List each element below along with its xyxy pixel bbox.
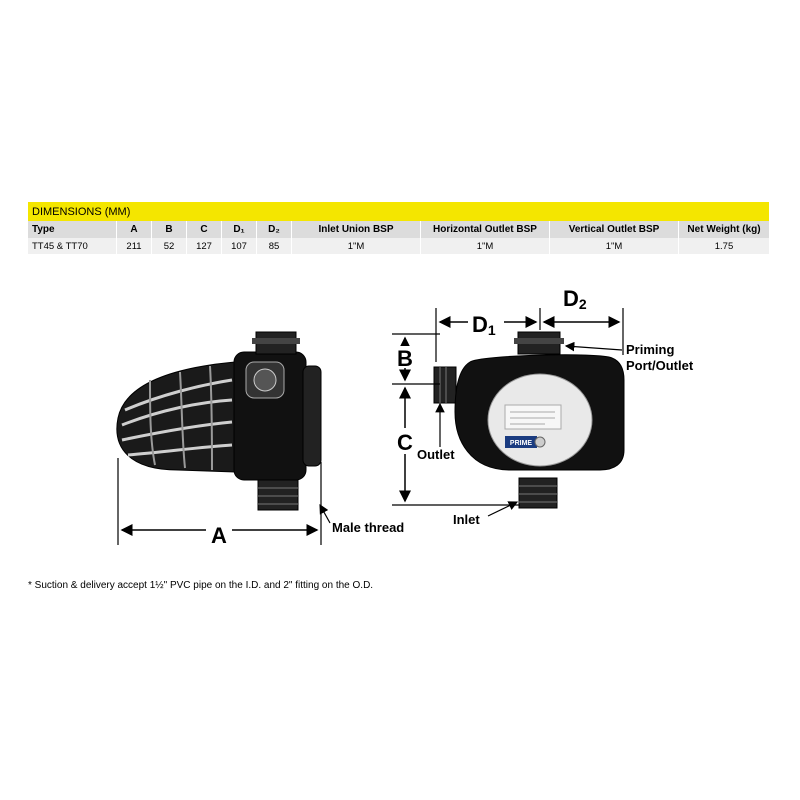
label-port-outlet: Port/Outlet (626, 358, 694, 373)
label-d1: D1 (472, 312, 496, 338)
col-header: Type (28, 221, 117, 238)
label-inlet: Inlet (453, 512, 480, 527)
table-cell: 127 (186, 238, 222, 254)
pump-side-view (116, 331, 322, 511)
label-a: A (211, 523, 227, 548)
table-row: TT45 & TT70 211 52 127 107 85 1"M 1"M 1"… (28, 238, 770, 254)
table-cell: 1.75 (678, 238, 770, 254)
col-header: Net Weight (kg) (678, 221, 770, 238)
table-title: DIMENSIONS (MM) (28, 202, 770, 221)
table-header-row: Type A B C D₁ D₂ Inlet Union BSP Horizon… (28, 221, 770, 238)
inlet-callout: Inlet (453, 501, 519, 527)
col-header: Horizontal Outlet BSP (420, 221, 550, 238)
label-male-thread: Male thread (332, 520, 404, 535)
table-cell: 211 (116, 238, 152, 254)
footnote: * Suction & delivery accept 1½" PVC pipe… (28, 580, 374, 591)
pump-front-view: PRIME (433, 331, 625, 509)
male-thread-callout: Male thread (319, 503, 404, 535)
dimension-c: C (392, 386, 520, 506)
label-d2: D2 (563, 286, 587, 312)
table-cell: TT45 & TT70 (28, 238, 117, 254)
label-priming: Priming (626, 342, 674, 357)
col-header: D₂ (256, 221, 292, 238)
brand-logo: PRIME (510, 440, 533, 447)
table-cell: 107 (221, 238, 257, 254)
col-header: A (116, 221, 152, 238)
label-outlet: Outlet (417, 447, 455, 462)
col-header: B (151, 221, 187, 238)
label-b: B (397, 346, 413, 371)
table-cell: 1"M (420, 238, 550, 254)
dimension-b: B (392, 333, 440, 385)
col-header: D₁ (221, 221, 257, 238)
dimension-d: D1 D2 (435, 286, 624, 362)
col-header: Inlet Union BSP (291, 221, 421, 238)
table-cell: 52 (151, 238, 187, 254)
dimensions-table: DIMENSIONS (MM) Type A B C D₁ D₂ Inlet U… (28, 202, 770, 254)
col-header: Vertical Outlet BSP (549, 221, 679, 238)
table-cell: 1"M (291, 238, 421, 254)
priming-callout: Priming Port/Outlet (564, 341, 694, 373)
col-header: C (186, 221, 222, 238)
table-cell: 1"M (549, 238, 679, 254)
outlet-callout: Outlet (417, 402, 455, 462)
label-c: C (397, 430, 413, 455)
dimension-a: A (117, 458, 322, 548)
table-cell: 85 (256, 238, 292, 254)
